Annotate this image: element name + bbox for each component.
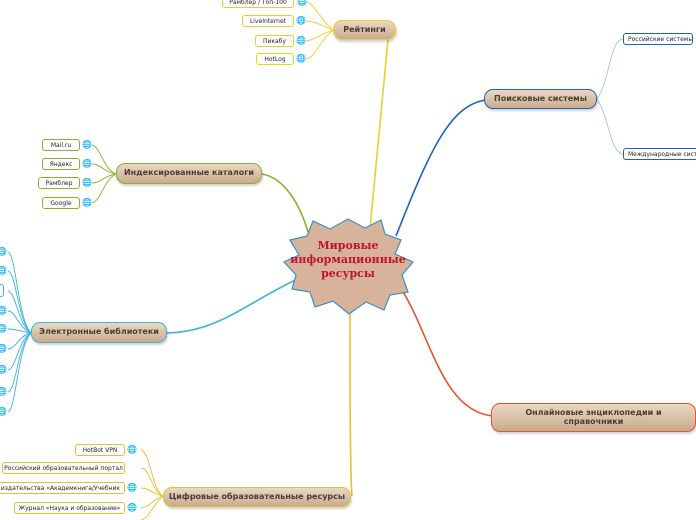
central-starburst bbox=[283, 218, 414, 315]
connector-encyclopedias bbox=[397, 283, 493, 417]
globe-icon[interactable]: 🌐 bbox=[82, 178, 92, 187]
globe-icon[interactable]: 🌐 bbox=[127, 445, 137, 454]
globe-icon[interactable]: 🌐 bbox=[296, 36, 306, 45]
digital-item-publisher-site[interactable]: Сайт издательства «Академкнига/Учебник bbox=[0, 482, 125, 494]
globe-icon[interactable]: 🌐 bbox=[127, 503, 137, 512]
branch-electronic-libraries[interactable]: Электронные библиотеки bbox=[31, 322, 167, 343]
digital-item-russian-portal[interactable]: Российский образовательный портал bbox=[2, 462, 125, 474]
ratings-item-liveinternet[interactable]: LiveInternet bbox=[242, 15, 294, 27]
globe-icon[interactable]: 🌐 bbox=[297, 0, 307, 6]
globe-icon[interactable]: 🌐 bbox=[0, 247, 7, 256]
branch-search-systems[interactable]: Поисковые системы bbox=[484, 89, 597, 109]
ratings-leaf-connectors bbox=[305, 1, 334, 60]
globe-icon[interactable]: 🌐 bbox=[82, 140, 92, 149]
globe-icon[interactable]: 🌐 bbox=[82, 198, 92, 207]
branch-ratings[interactable]: Рейтинги bbox=[333, 20, 396, 40]
central-topic[interactable]: Мировые информационные ресурсы bbox=[290, 239, 406, 280]
catalog-item-yandex[interactable]: Яндекс bbox=[42, 158, 80, 170]
digital-item-hotbot-vpn[interactable]: HotBot VPN bbox=[75, 444, 125, 456]
branch-digital-educational-resources[interactable]: Цифровые образовательные ресурсы bbox=[163, 487, 351, 507]
connector-digital bbox=[349, 299, 353, 497]
branch-indexed-catalogs[interactable]: Индексированные каталоги bbox=[116, 163, 262, 184]
globe-icon[interactable]: 🌐 bbox=[296, 16, 306, 25]
digital-item-science-journal[interactable]: Журнал «Наука и образование» bbox=[14, 502, 125, 514]
search-leaf-connectors bbox=[596, 38, 624, 155]
globe-icon[interactable]: 🌐 bbox=[0, 306, 7, 315]
connector-ratings bbox=[369, 39, 389, 229]
ratings-item-rambler-top100[interactable]: Рамблер / Топ-100 bbox=[222, 0, 294, 8]
catalog-item-google[interactable]: Google bbox=[42, 197, 80, 209]
digital-leaf-connectors bbox=[140, 449, 164, 520]
connector-search bbox=[395, 99, 487, 237]
globe-icon[interactable]: 🌐 bbox=[0, 407, 7, 416]
catalog-item-rambler[interactable]: Рамблер bbox=[38, 177, 80, 189]
ratings-item-pikabu[interactable]: Пикабу bbox=[255, 35, 294, 47]
globe-icon[interactable]: 🌐 bbox=[0, 365, 7, 374]
libraries-leaf-connectors bbox=[7, 251, 32, 413]
catalogs-leaf-connectors bbox=[91, 144, 117, 204]
globe-icon[interactable]: 🌐 bbox=[296, 54, 306, 63]
branch-online-encyclopedias[interactable]: Онлайновые энциклопедии и справочники bbox=[491, 403, 696, 432]
search-item-russian-systems[interactable]: Российские системы bbox=[623, 33, 693, 45]
globe-icon[interactable]: 🌐 bbox=[0, 324, 7, 333]
globe-icon[interactable]: 🌐 bbox=[0, 387, 7, 396]
connector-catalogs bbox=[261, 173, 309, 233]
globe-icon[interactable]: 🌐 bbox=[82, 159, 92, 168]
connector-libraries bbox=[166, 277, 301, 334]
globe-icon[interactable]: 🌐 bbox=[0, 266, 7, 275]
catalog-item-mailru[interactable]: Mail.ru bbox=[42, 139, 80, 151]
search-item-international-systems[interactable]: Международные системы bbox=[623, 148, 696, 160]
library-item-cut-off[interactable] bbox=[0, 284, 4, 297]
ratings-item-hotlog[interactable]: HotLog bbox=[256, 53, 294, 65]
globe-icon[interactable]: 🌐 bbox=[0, 344, 7, 353]
globe-icon[interactable]: 🌐 bbox=[127, 483, 137, 492]
